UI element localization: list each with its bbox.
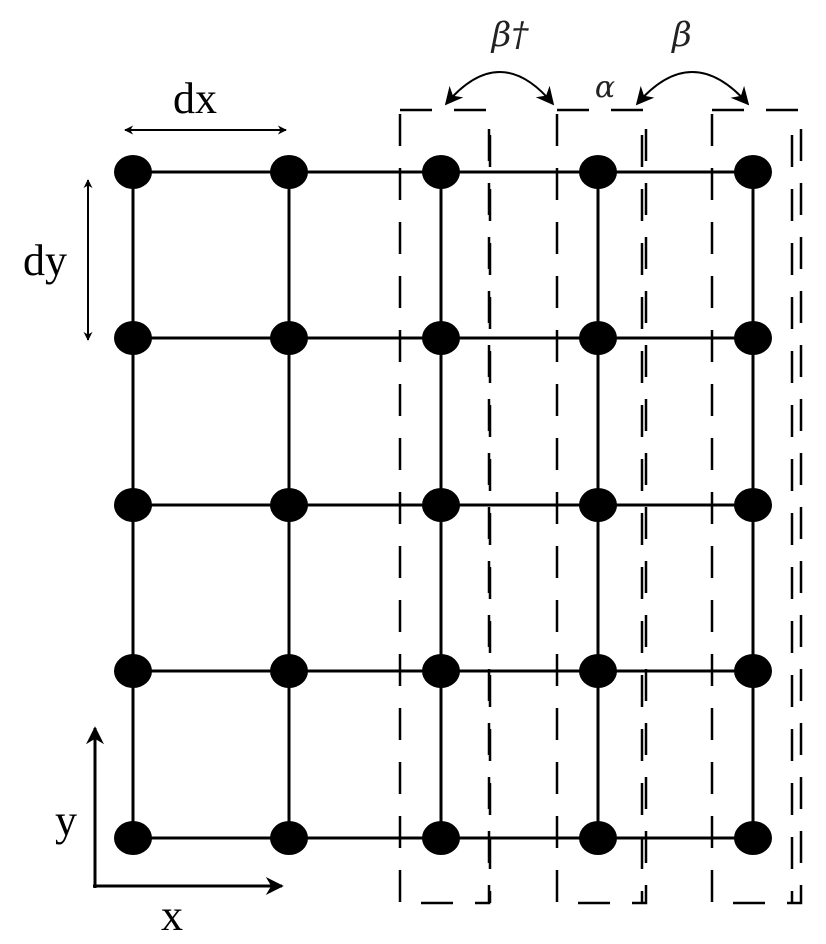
lattice-site	[270, 321, 308, 355]
lattice-site	[270, 488, 308, 522]
lattice-site	[114, 654, 152, 688]
beta-curved-arrow	[635, 71, 750, 106]
dx-label: dx	[173, 74, 217, 123]
beta-dagger-curved-arrow	[444, 71, 555, 106]
y-axis-label: y	[55, 796, 77, 845]
lattice-site	[734, 654, 772, 688]
dy-label: dy	[23, 236, 67, 285]
beta-label: β	[670, 15, 692, 55]
lattice-site	[734, 155, 772, 189]
x-axis-label: x	[161, 891, 183, 940]
lattice-site	[579, 821, 617, 855]
lattice-site	[734, 488, 772, 522]
lattice-site	[422, 821, 460, 855]
lattice-site	[270, 155, 308, 189]
lattice-site	[422, 654, 460, 688]
lattice-site	[579, 654, 617, 688]
lattice-site	[579, 488, 617, 522]
lattice-site	[422, 155, 460, 189]
lattice-site	[114, 488, 152, 522]
lattice-site	[114, 155, 152, 189]
lattice-site	[114, 321, 152, 355]
lattice-site	[422, 488, 460, 522]
alpha-label: α	[595, 70, 615, 105]
beta-dagger-label: β†	[490, 15, 530, 55]
lattice-site	[734, 321, 772, 355]
lattice-site	[579, 155, 617, 189]
lattice-site	[270, 654, 308, 688]
lattice-site	[270, 821, 308, 855]
lattice-site	[579, 321, 617, 355]
lattice-sites	[114, 155, 772, 855]
lattice-site	[114, 821, 152, 855]
lattice-site	[422, 321, 460, 355]
lattice-site	[734, 821, 772, 855]
